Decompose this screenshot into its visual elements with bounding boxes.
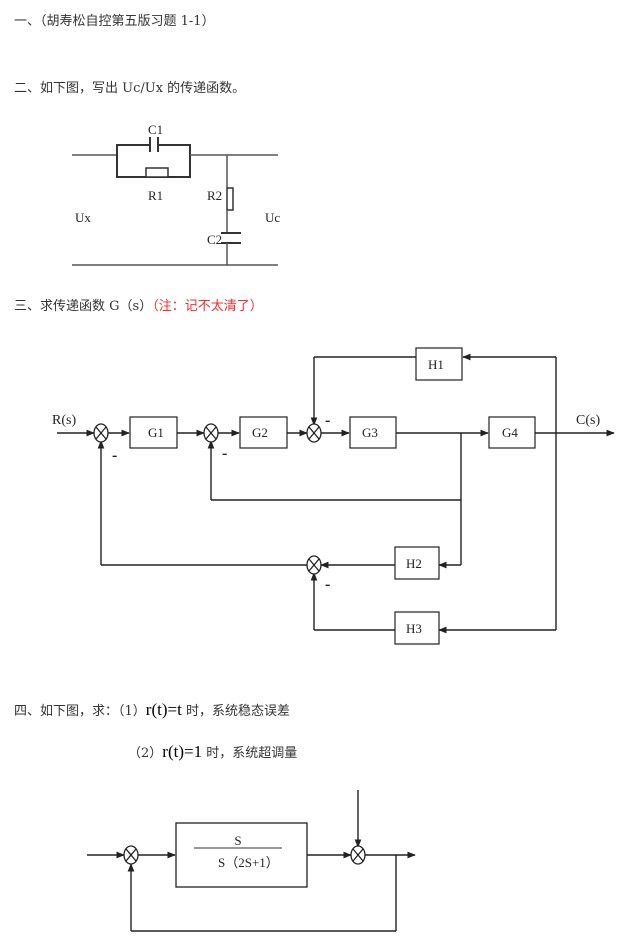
summing-junction-3 — [306, 423, 322, 443]
block-g2 — [239, 416, 288, 449]
block-h1 — [415, 347, 463, 381]
c1-label: C1 — [148, 122, 163, 137]
ux-label: Ux — [75, 210, 91, 225]
section-3-note: （注：记不太清了） — [152, 299, 263, 314]
section-1-title: 一、（胡寿松自控第五版习题 1-1） — [14, 14, 215, 29]
section-4-line-1: 四、如下图，求：（1）r(t)=t 时，系统稳态误差 — [14, 700, 290, 720]
r1-label: R1 — [148, 188, 163, 203]
plant-denominator: S（2S+1） — [218, 855, 279, 870]
section-3-text: 三、求传递函数 G（s） — [14, 299, 153, 314]
q1-expr: r(t)=t — [145, 700, 182, 719]
g4-label: G4 — [502, 425, 518, 440]
section-4-line-2: （2）r(t)=1 时，系统超调量 — [128, 742, 297, 762]
h1-label: H1 — [428, 357, 444, 372]
block-g3 — [349, 416, 397, 449]
plant-block — [175, 822, 308, 888]
g1-label: G1 — [148, 425, 164, 440]
summing-junction-disturbance — [350, 845, 366, 865]
q2-expr: r(t)=1 — [162, 742, 203, 761]
q1-prefix: 四、如下图，求：（1） — [14, 704, 146, 719]
uc-label: Uc — [265, 210, 280, 225]
r2-label: R2 — [207, 188, 222, 203]
summing-junction-4 — [306, 555, 322, 575]
sum4-sign: - — [325, 576, 330, 593]
input-label: R(s) — [52, 413, 76, 428]
section-2-title: 二、如下图，写出 Uc/Ux 的传递函数。 — [14, 81, 246, 96]
plant-numerator: S — [234, 833, 241, 848]
q1-suffix: 时，系统稳态误差 — [181, 704, 290, 719]
block-g4 — [488, 416, 536, 449]
summing-junction-2 — [203, 423, 219, 443]
q2-prefix: （2） — [128, 746, 163, 761]
summing-junction-1 — [93, 423, 109, 443]
unity-feedback-diagram — [87, 790, 416, 932]
h3-label: H3 — [406, 621, 422, 636]
block-g1 — [129, 416, 178, 449]
sum1-sign: - — [112, 447, 117, 464]
g3-label: G3 — [362, 425, 378, 440]
h2-label: H2 — [406, 556, 422, 571]
block-h3 — [394, 611, 440, 645]
block-diagram — [57, 353, 615, 634]
section-3-title: 三、求传递函数 G（s）（注：记不太清了） — [14, 295, 263, 314]
r2-resistor — [226, 187, 234, 211]
output-label: C(s) — [576, 413, 600, 428]
g2-label: G2 — [252, 425, 268, 440]
sum2-sign: - — [222, 445, 227, 462]
c2-label: C2 — [207, 232, 222, 247]
summing-junction-input — [123, 845, 139, 865]
sum3-sign: - — [325, 412, 330, 429]
circuit-diagram — [72, 137, 278, 266]
block-h2 — [394, 546, 440, 580]
q2-suffix: 时，系统超调量 — [202, 746, 298, 761]
r1-resistor — [145, 167, 169, 178]
